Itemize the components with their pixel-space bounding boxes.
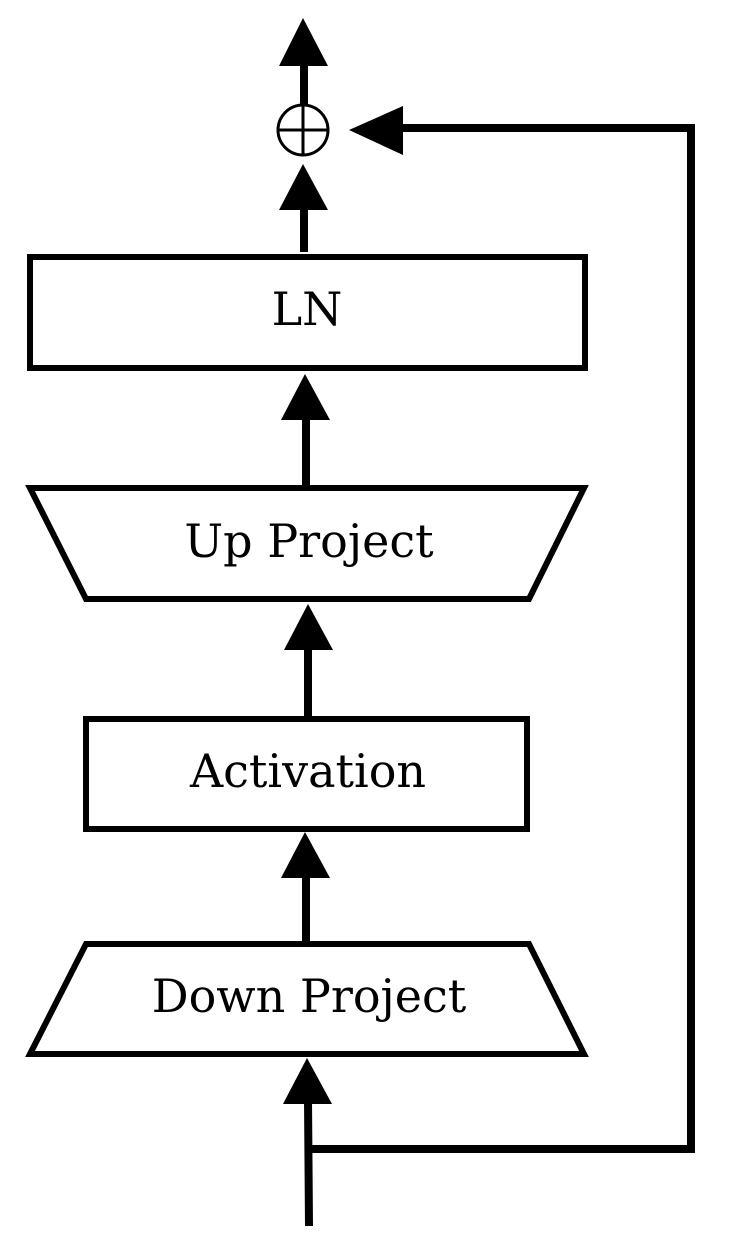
edge-skip-connection xyxy=(309,124,695,1153)
ln-label: LN xyxy=(272,282,343,336)
up-project-shape xyxy=(25,485,589,602)
down-project-label: Down Project xyxy=(152,969,467,1023)
ln-box xyxy=(27,254,588,371)
flow-lines xyxy=(300,62,695,1227)
add-symbol xyxy=(276,103,330,157)
arrowhead-into-ln xyxy=(281,374,330,420)
down-project-node: Down Project xyxy=(25,941,589,1057)
activation-node: Activation xyxy=(83,716,530,832)
arrowhead-output xyxy=(279,18,328,66)
activation-box xyxy=(83,716,530,832)
arrowhead-into-up-project xyxy=(284,604,333,650)
arrowhead-skip-into-add xyxy=(349,106,403,155)
arrowhead-into-down-project xyxy=(283,1058,332,1104)
ln-node: LN xyxy=(27,254,588,371)
arrowhead-into-add xyxy=(279,164,328,210)
down-project-shape xyxy=(25,941,589,1057)
up-project-label: Up Project xyxy=(184,514,434,568)
activation-label: Activation xyxy=(189,744,426,798)
arrowheads xyxy=(279,18,403,1104)
arrowhead-into-activation xyxy=(281,832,330,878)
edge-input-to-down-project xyxy=(304,1099,313,1227)
up-project-node: Up Project xyxy=(25,485,589,602)
